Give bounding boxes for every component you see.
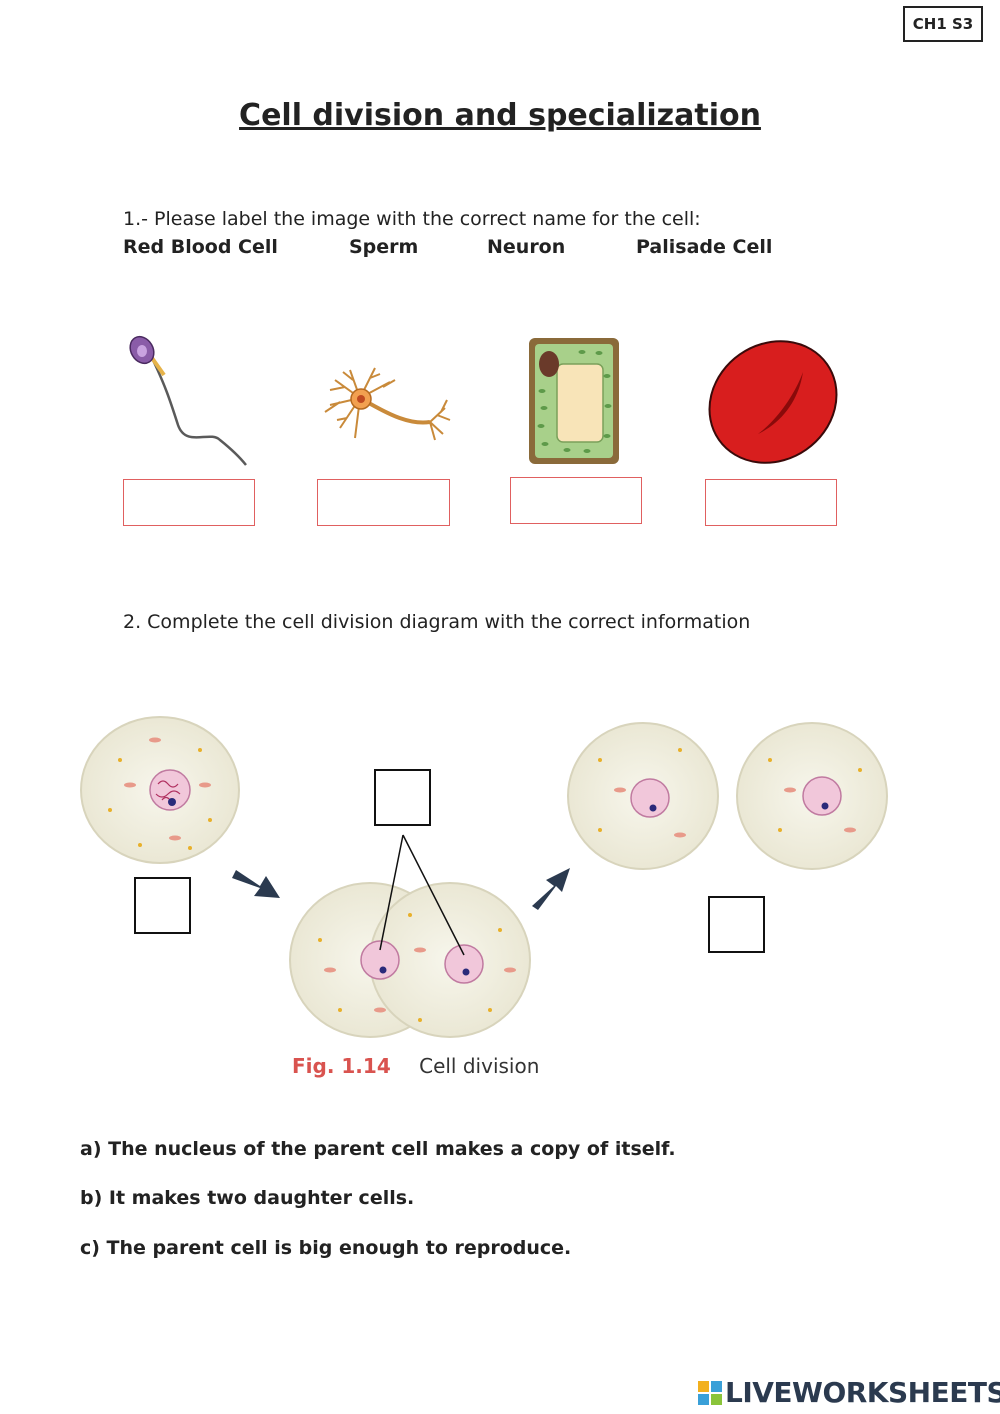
figure-caption: Fig. 1.14 Cell division (292, 1054, 539, 1078)
word-bank: Red Blood Cell Sperm Neuron Palisade Cel… (123, 236, 823, 262)
diagram-answer-box-left[interactable] (134, 877, 191, 934)
liveworksheets-logo: LIVEWORKSHEETS (698, 1376, 1000, 1409)
word-bank-item: Palisade Cell (636, 236, 773, 258)
question-2-prompt: 2. Complete the cell division diagram wi… (123, 611, 751, 633)
parent-cell (80, 716, 240, 864)
neuron-cell-image (324, 367, 451, 441)
cell-division-diagram (80, 716, 888, 1038)
diagram-answer-box-top[interactable] (374, 769, 431, 826)
label-input-neuron[interactable] (317, 479, 450, 526)
dividing-cell (289, 834, 531, 1038)
word-bank-item: Neuron (487, 236, 566, 258)
label-input-sperm[interactable] (123, 479, 255, 526)
word-bank-item: Red Blood Cell (123, 236, 278, 258)
palisade-cell-image (529, 338, 619, 464)
statement-b: b) It makes two daughter cells. (80, 1187, 415, 1209)
page-title: Cell division and specialization (239, 98, 761, 133)
label-input-palisade[interactable] (510, 477, 642, 524)
sperm-cell-image (129, 335, 247, 466)
arrow-icon (532, 868, 570, 910)
label-input-red-blood-cell[interactable] (705, 479, 837, 526)
figure-number: Fig. 1.14 (292, 1054, 391, 1078)
diagram-answer-box-right[interactable] (708, 896, 765, 953)
worksheet-code-tag: CH1 S3 (903, 6, 983, 42)
figure-caption-text: Cell division (419, 1054, 540, 1078)
brand-name: LIVEWORKSHEETS (725, 1376, 1000, 1409)
statement-a: a) The nucleus of the parent cell makes … (80, 1138, 676, 1160)
word-bank-item: Sperm (349, 236, 419, 258)
arrow-icon (232, 870, 280, 898)
red-blood-cell-image (708, 340, 838, 464)
daughter-cells (567, 722, 888, 870)
question-1-prompt: 1.- Please label the image with the corr… (123, 208, 701, 230)
statement-c: c) The parent cell is big enough to repr… (80, 1237, 572, 1259)
logo-icon (698, 1380, 722, 1405)
